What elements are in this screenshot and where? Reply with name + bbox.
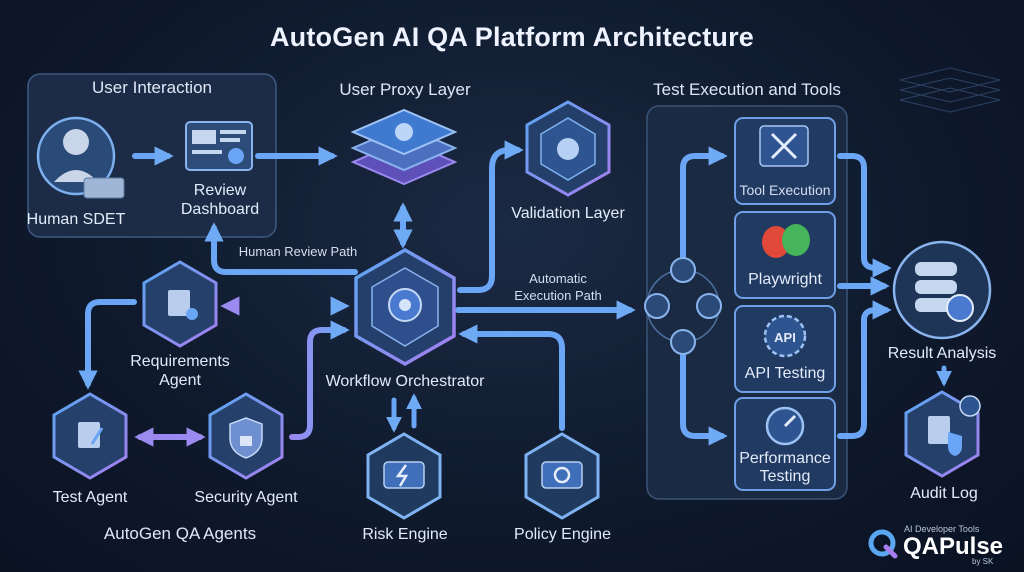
arrow-hub-to-performance <box>680 347 728 446</box>
performance-testing-card <box>734 397 836 491</box>
test-agent-icon <box>52 392 128 480</box>
policy-engine-icon <box>524 432 600 520</box>
workflow-orchestrator-icon <box>354 247 456 367</box>
label-tool-execution: Tool Execution <box>739 182 831 198</box>
arrow-requirements-to-test <box>78 299 137 390</box>
label-workflow-orchestrator: Workflow Orchestrator <box>325 373 485 390</box>
arrow-security-to-orchestrator <box>289 320 350 440</box>
user-proxy-layer-icon <box>350 108 458 186</box>
label-policy-engine: Policy Engine <box>514 526 611 543</box>
group-label-test-execution: Test Execution and Tools <box>653 80 841 99</box>
group-label-user-proxy: User Proxy Layer <box>339 80 471 99</box>
label-risk-engine: Risk Engine <box>362 526 448 543</box>
label-api-badge: API <box>774 330 796 345</box>
requirements-agent-icon <box>142 260 218 348</box>
arrow-orchestrator-to-validation <box>457 140 524 293</box>
label-playwright: Playwright <box>748 271 822 288</box>
api-gear-icon <box>763 314 807 358</box>
label-requirements-agent-line2: Agent <box>159 372 201 389</box>
decorative-layers-icon <box>899 67 1001 113</box>
group-label-user-interaction: User Interaction <box>92 78 212 97</box>
agent-hub-icon <box>644 257 722 355</box>
lock-icon <box>959 395 981 417</box>
group-label-agents: AutoGen QA Agents <box>103 524 257 543</box>
validation-layer-icon <box>525 100 611 197</box>
label-review-dashboard-line1: Review <box>193 182 247 199</box>
tool-execution-card <box>734 117 836 205</box>
playwright-green-mask-icon <box>782 224 810 256</box>
playwright-card <box>734 211 836 299</box>
label-automatic-execution-path-line1: Automatic <box>529 271 587 286</box>
label-audit-log: Audit Log <box>910 485 978 502</box>
label-result-analysis: Result Analysis <box>887 345 997 362</box>
label-performance-testing-line2: Testing <box>759 468 811 485</box>
brand-name: QAPulse <box>903 533 1004 560</box>
arrow-policy-to-orchestrator <box>458 324 565 431</box>
review-dashboard-icon <box>185 121 253 171</box>
page-title: AutoGen AI QA Platform Architecture <box>269 22 755 52</box>
result-analysis-icon <box>892 240 992 340</box>
arrow-hub-to-tool-execution <box>680 146 728 265</box>
arrow-performance-to-result <box>837 300 892 439</box>
label-human-review-path: Human Review Path <box>238 244 358 259</box>
wrench-icon <box>770 132 798 160</box>
arrow-human-review-path <box>204 222 358 275</box>
label-performance-testing-line1: Performance <box>739 450 831 467</box>
security-agent-icon <box>208 392 284 480</box>
label-security-agent: Security Agent <box>194 489 298 506</box>
human-sdet-avatar-icon <box>36 116 125 199</box>
arrow-tool-execution-to-result <box>837 153 892 278</box>
label-requirements-agent-line1: Requirements <box>130 353 230 370</box>
risk-engine-icon <box>366 432 442 520</box>
label-automatic-execution-path-line2: Execution Path <box>514 288 602 303</box>
label-test-agent: Test Agent <box>52 489 128 506</box>
api-testing-card <box>734 305 836 393</box>
brand-tagline: AI Developer Tools <box>904 524 980 534</box>
playwright-red-mask-icon <box>762 226 790 258</box>
audit-log-icon <box>904 390 981 478</box>
label-api-testing: API Testing <box>744 365 826 382</box>
label-human-sdet: Human SDET <box>26 211 126 228</box>
label-validation-layer: Validation Layer <box>511 205 625 222</box>
brand-badge: AI Developer Tools QAPulse by SK <box>868 524 1018 566</box>
label-review-dashboard-line2: Dashboard <box>180 201 260 218</box>
qapulse-logo-icon <box>868 529 898 559</box>
brand-byline: by SK <box>972 557 994 566</box>
